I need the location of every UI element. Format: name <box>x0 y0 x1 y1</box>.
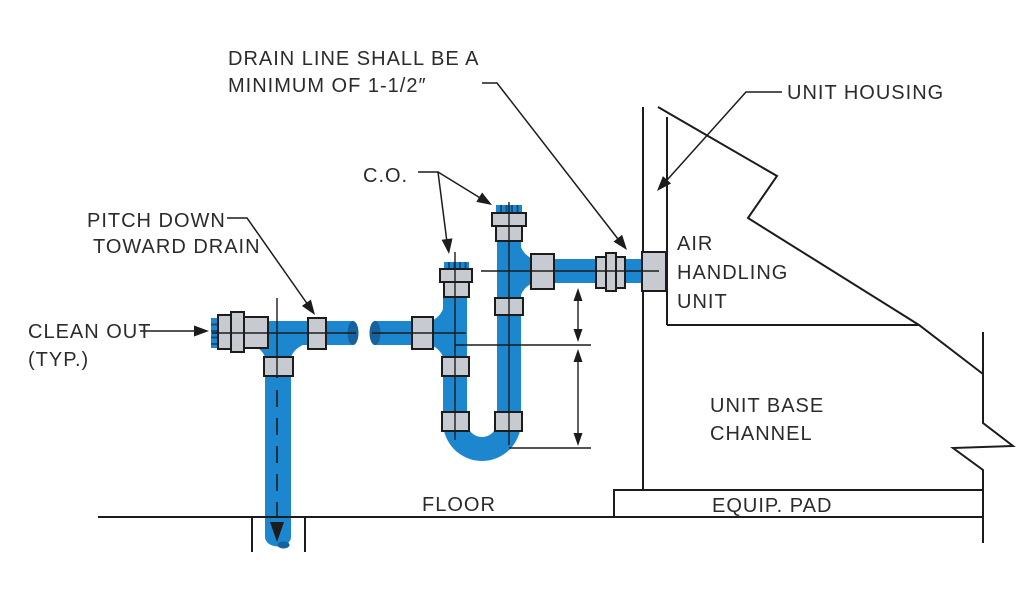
unit-housing-label: UNIT HOUSING <box>787 82 944 104</box>
pitch-down-label: PITCH DOWN <box>87 210 226 232</box>
ahu-label: HANDLING <box>677 262 788 284</box>
centerlines <box>212 202 659 518</box>
thread-ticks <box>211 205 519 345</box>
tee-fillet <box>431 309 443 321</box>
leader-arrowhead <box>476 192 492 205</box>
dim-arrowhead-up <box>573 288 583 301</box>
annotations: DRAIN LINE SHALL BE A MINIMUM OF 1-1/2″ … <box>28 48 944 517</box>
dim-arrowhead-down <box>573 329 583 342</box>
leader-pitch-down <box>227 217 314 313</box>
tee-fillet <box>521 283 533 295</box>
floor-penetration-ticks <box>251 517 306 552</box>
co-cap-left-top <box>439 268 473 283</box>
leaders <box>140 82 782 337</box>
leader-arrowhead <box>301 299 315 315</box>
housing-break-line <box>657 106 984 375</box>
tee-fillet <box>521 247 533 259</box>
tee-fillet <box>431 345 443 357</box>
ahu-label: UNIT <box>677 291 728 313</box>
trap-dimensions <box>455 288 591 449</box>
dim-arrowhead-up <box>573 349 583 362</box>
coupling <box>263 356 294 377</box>
clean-out-label: (TYP.) <box>28 349 89 371</box>
riser-threads-left <box>444 262 469 270</box>
union-nut <box>595 256 607 289</box>
tee-fillet <box>291 345 303 357</box>
pipe-bottom-end <box>277 541 290 549</box>
equip-pad-outline <box>613 489 983 517</box>
union-nut <box>615 256 626 289</box>
co-cap-left-hex <box>443 281 470 298</box>
unit-base-channel-label: UNIT BASE <box>710 395 824 417</box>
structure <box>98 106 1016 552</box>
ahu-label: AIR <box>677 233 713 255</box>
cleanout-plug-nut <box>230 311 245 353</box>
leader-unit-housing <box>658 91 782 190</box>
equip-pad-label: EQUIP. PAD <box>712 495 832 517</box>
clean-out-label: CLEAN OUT <box>28 321 151 343</box>
drain-note-label: MINIMUM OF 1-1/2″ <box>228 75 427 97</box>
leader-arrowhead <box>441 238 453 254</box>
union-body <box>605 252 617 292</box>
flow-arrowhead <box>270 522 284 542</box>
co-label: C.O. <box>363 165 408 187</box>
leader-drain-note <box>482 82 626 249</box>
right-break-edge <box>950 332 1016 543</box>
drain-note-label: DRAIN LINE SHALL BE A <box>228 48 479 70</box>
cleanout-plug-head <box>217 314 232 350</box>
dim-arrowhead-down <box>573 433 583 446</box>
leader-arrowhead <box>613 234 627 250</box>
pipe-break-ends <box>277 321 381 549</box>
pitch-down-label: TOWARD DRAIN <box>93 236 261 258</box>
leader-co-left <box>418 171 449 251</box>
floor-label: FLOOR <box>422 494 496 516</box>
leader-arrowhead <box>657 176 672 191</box>
leader-arrowhead <box>194 325 209 337</box>
unit-base-channel-label: CHANNEL <box>710 423 813 445</box>
